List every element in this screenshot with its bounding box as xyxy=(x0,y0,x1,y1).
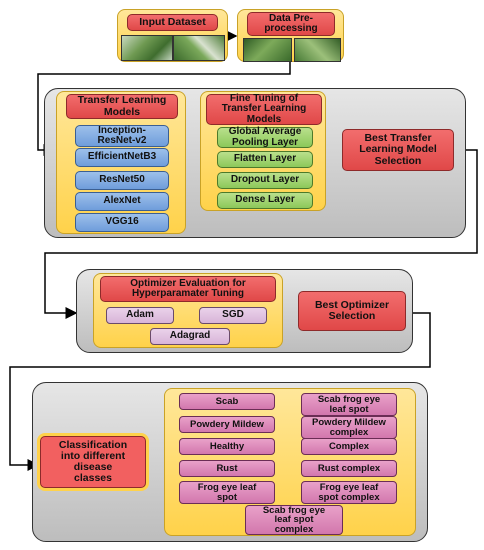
leaf-image-1 xyxy=(121,35,173,61)
model-efficientnetb3: EfficientNetB3 xyxy=(75,148,169,167)
class-healthy: Healthy xyxy=(179,438,275,455)
class-frog-eye-leaf-spot-complex: Frog eye leaf spot complex xyxy=(301,481,397,504)
class-powdery-mildew: Powdery Mildew xyxy=(179,416,275,433)
class-rust: Rust xyxy=(179,460,275,477)
optimizer-adagrad: Adagrad xyxy=(150,328,230,345)
model-alexnet: AlexNet xyxy=(75,192,169,211)
class-complex: Complex xyxy=(301,438,397,455)
class-frog-eye-leaf-spot: Frog eye leaf spot xyxy=(179,481,275,504)
layer-flatten: Flatten Layer xyxy=(217,151,313,168)
layer-global-average-pooling: Global Average Pooling Layer xyxy=(217,126,313,148)
class-scab-frog-eye-leaf-spot: Scab frog eye leaf spot xyxy=(301,393,397,416)
class-scab-frog-eye-leaf-spot-complex: Scab frog eye leaf spot complex xyxy=(245,505,343,535)
class-scab: Scab xyxy=(179,393,275,410)
model-inception-resnet-v2: Inception- ResNet-v2 xyxy=(75,125,169,147)
optimizer-panel: Optimizer Evaluation for Hyperparamater … xyxy=(93,273,283,348)
arrow-bestoptimizer-to-block3 xyxy=(9,312,431,471)
optimizer-adam: Adam xyxy=(106,307,174,324)
best-transfer-learning-model: Best Transfer Learning Model Selection xyxy=(342,129,454,171)
transfer-learning-title: Transfer Learning Models xyxy=(66,94,178,119)
input-dataset-label: Input Dataset xyxy=(127,14,218,31)
layer-dropout: Dropout Layer xyxy=(217,172,313,189)
preprocessing-panel: Data Pre- processing xyxy=(237,9,344,62)
input-dataset-panel: Input Dataset xyxy=(117,9,228,62)
classification-label: Classification into different disease cl… xyxy=(40,436,146,488)
layer-dense: Dense Layer xyxy=(217,192,313,209)
best-optimizer-selection: Best Optimizer Selection xyxy=(298,291,406,331)
model-resnet50: ResNet50 xyxy=(75,171,169,190)
fine-tuning-panel: Fine Tuning of Transfer Learning Models … xyxy=(200,91,326,211)
arrow-preprocessing-to-block1 xyxy=(37,60,291,156)
optimizer-title: Optimizer Evaluation for Hyperparamater … xyxy=(100,276,276,302)
class-powdery-mildew-complex: Powdery Mildew complex xyxy=(301,416,397,439)
disease-classes-panel: Scab Scab frog eye leaf spot Powdery Mil… xyxy=(164,388,416,536)
class-rust-complex: Rust complex xyxy=(301,460,397,477)
fine-tuning-title: Fine Tuning of Transfer Learning Models xyxy=(206,93,322,125)
leaf-image-3 xyxy=(243,38,292,62)
leaf-image-4 xyxy=(294,38,341,62)
model-vgg16: VGG16 xyxy=(75,213,169,232)
optimizer-sgd: SGD xyxy=(199,307,267,324)
arrow-bestmodel-to-block2 xyxy=(44,149,478,319)
transfer-learning-models-panel: Transfer Learning Models Inception- ResN… xyxy=(56,91,186,234)
leaf-image-2 xyxy=(173,35,225,61)
preprocessing-label: Data Pre- processing xyxy=(247,12,335,36)
